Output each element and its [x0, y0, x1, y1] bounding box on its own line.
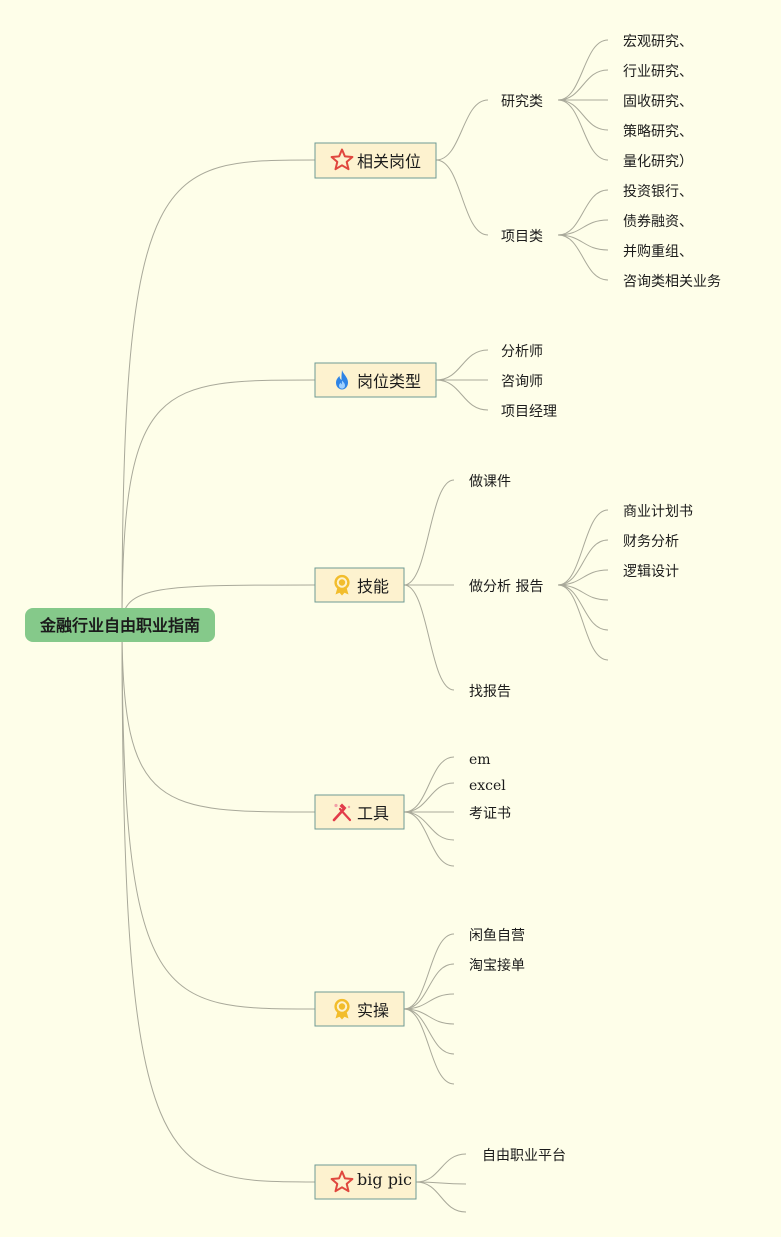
- branch-label: 岗位类型: [357, 372, 421, 391]
- leaf-connector-line: [557, 584, 609, 601]
- branch-connector-line: [403, 933, 455, 1010]
- branch-connector-line: [415, 1153, 467, 1183]
- subtopic-label[interactable]: 淘宝接单: [469, 957, 525, 974]
- branch-connector-line: [415, 1181, 467, 1213]
- branch-connector-line: [435, 159, 489, 236]
- branch-connector-line: [403, 811, 455, 841]
- subtopic-label[interactable]: 项目类: [501, 229, 543, 245]
- branch-connector-line: [403, 811, 455, 867]
- branch-node-big-pic[interactable]: big pic: [314, 1164, 417, 1200]
- subtopic-label[interactable]: 咨询师: [501, 374, 543, 390]
- root-connector-line: [121, 624, 316, 1010]
- subtopic-label[interactable]: 自由职业平台: [482, 1148, 566, 1164]
- branch-connector-line: [435, 99, 489, 161]
- leaf-label[interactable]: 策略研究、: [623, 123, 693, 140]
- leaf-label[interactable]: 商业计划书: [623, 504, 693, 520]
- subtopic-label[interactable]: 考证书: [469, 806, 511, 822]
- subtopic-label[interactable]: 分析师: [501, 344, 543, 360]
- leaf-connector-line: [557, 219, 609, 236]
- leaf-connector-line: [557, 234, 609, 281]
- medal-icon: [334, 998, 350, 1020]
- leaf-label[interactable]: 咨询类相关业务: [623, 274, 721, 290]
- branch-connector-line: [403, 963, 455, 1010]
- branch-connector-line: [403, 782, 455, 813]
- root-connector-line: [121, 159, 316, 626]
- branch-label: 技能: [357, 577, 389, 596]
- leaf-connector-line: [557, 99, 609, 131]
- subtopic-label[interactable]: em: [469, 752, 491, 768]
- branch-connector-line: [435, 349, 489, 381]
- leaf-connector-line: [557, 99, 609, 161]
- branch-connector-line: [403, 584, 455, 691]
- leaf-label[interactable]: 量化研究）: [623, 154, 693, 170]
- medal-icon: [334, 574, 350, 596]
- leaf-label[interactable]: 宏观研究、: [623, 34, 693, 50]
- leaf-connector-line: [557, 39, 609, 101]
- branch-node-position-types[interactable]: 岗位类型: [314, 362, 437, 398]
- branch-connector-line: [403, 1008, 455, 1055]
- branch-connector-line: [403, 479, 455, 586]
- leaf-label[interactable]: 逻辑设计: [623, 564, 679, 580]
- subtopic-label[interactable]: 项目经理: [501, 404, 557, 420]
- root-label: 金融行业自由职业指南: [39, 616, 200, 635]
- branch-node-tools[interactable]: 工具: [314, 794, 405, 830]
- subtopic-label[interactable]: 找报告: [469, 684, 511, 700]
- branch-label: big pic: [357, 1170, 412, 1189]
- branch-label: 相关岗位: [357, 152, 421, 171]
- leaf-label[interactable]: 财务分析: [623, 534, 679, 550]
- leaf-connector-line: [557, 69, 609, 101]
- leaf-label[interactable]: 固收研究、: [623, 94, 693, 110]
- leaf-label[interactable]: 行业研究、: [623, 64, 693, 80]
- branch-connector-line: [403, 1008, 455, 1085]
- leaf-connector-line: [557, 539, 609, 586]
- branch-label: 实操: [357, 1001, 389, 1020]
- leaf-connector-line: [557, 584, 609, 661]
- leaf-label[interactable]: 并购重组、: [623, 244, 693, 260]
- branch-connector-line: [435, 379, 489, 411]
- subtopic-label[interactable]: 闲鱼自营: [469, 927, 525, 944]
- branch-node-practice[interactable]: 实操: [314, 991, 405, 1027]
- branch-connector-line: [403, 756, 455, 813]
- subtopic-label[interactable]: 做分析 报告: [469, 579, 543, 595]
- branch-connector-line: [403, 993, 455, 1010]
- root-connector-line: [121, 379, 316, 626]
- leaf-connector-line: [557, 569, 609, 586]
- leaf-connector-line: [557, 584, 609, 631]
- root-node[interactable]: 金融行业自由职业指南: [25, 608, 215, 642]
- branch-node-related-positions[interactable]: 相关岗位: [314, 142, 437, 179]
- root-connector-line: [121, 624, 316, 813]
- leaf-label[interactable]: 投资银行、: [623, 184, 693, 200]
- branch-connector-line: [403, 1008, 455, 1025]
- branch-label: 工具: [357, 804, 389, 823]
- leaf-connector-line: [557, 509, 609, 586]
- connector-lines: [121, 39, 609, 1213]
- subtopic-label[interactable]: 研究类: [501, 94, 543, 110]
- branch-node-skills[interactable]: 技能: [314, 567, 405, 603]
- leaf-connector-line: [557, 189, 609, 236]
- subtopic-label[interactable]: 做课件: [469, 474, 511, 490]
- root-connector-line: [121, 624, 316, 1183]
- leaf-connector-line: [557, 234, 609, 251]
- leaf-label[interactable]: 债券融资、: [623, 214, 693, 230]
- subtopic-label[interactable]: excel: [469, 778, 506, 794]
